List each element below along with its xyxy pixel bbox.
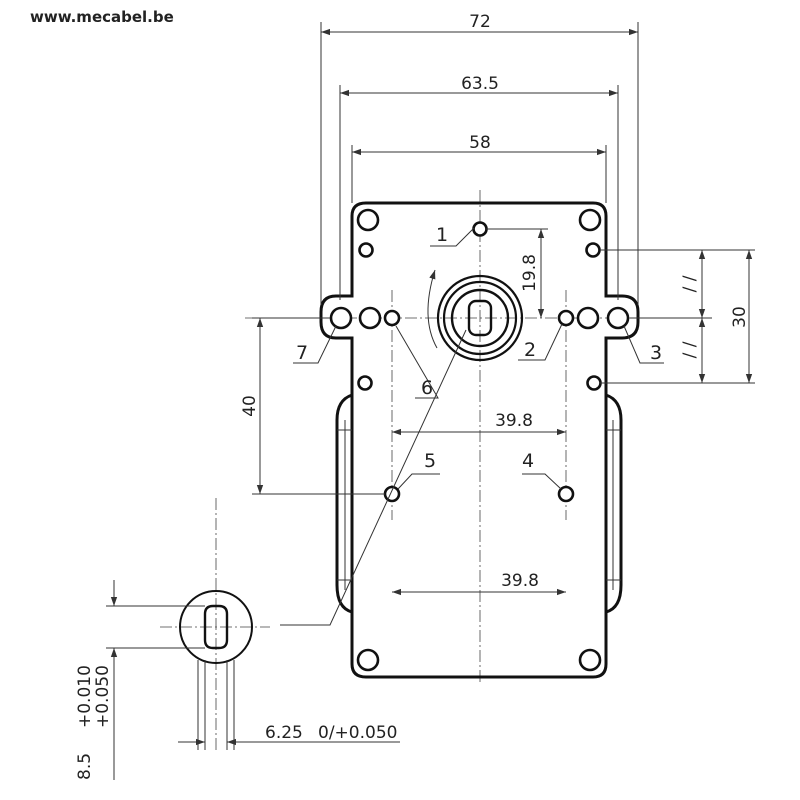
website-label: www.mecabel.be xyxy=(30,8,174,26)
dim-body-width: 58 xyxy=(469,133,491,153)
dim-overall-width: 72 xyxy=(469,12,491,32)
dim-shaft-flat: 6.25 xyxy=(265,723,303,743)
callout-3: 3 xyxy=(650,342,662,364)
gearbox-outline xyxy=(319,201,640,679)
shaft-section xyxy=(179,329,467,750)
callout-leaders xyxy=(293,227,664,490)
rotation-arrow xyxy=(427,269,438,349)
mounting-holes xyxy=(329,208,630,672)
dim-mounting-width: 63.5 xyxy=(461,74,499,94)
parallel-mark-lower: / / xyxy=(680,341,700,358)
callout-2: 2 xyxy=(524,339,536,361)
parallel-mark-upper: / / xyxy=(680,275,700,292)
dim-inner-holes xyxy=(392,428,566,596)
dim-shaft-hole xyxy=(486,228,548,318)
dim-shaft-detail xyxy=(106,580,400,780)
dim-shaft-flat-tolerance: 0/+0.050 xyxy=(318,723,397,743)
dim-lower-holes xyxy=(252,317,385,495)
callout-1: 1 xyxy=(436,224,448,246)
callout-6: 6 xyxy=(421,377,433,399)
top-dimensions xyxy=(320,22,639,305)
dim-bottom-holes-spacing: 39.8 xyxy=(501,571,539,591)
callout-5: 5 xyxy=(424,450,436,472)
dim-shaft-tolerance-upper: +0.010 xyxy=(75,665,95,728)
dim-shaft-diameter: 8.5 xyxy=(75,753,95,780)
dim-side-holes xyxy=(600,249,755,384)
callout-4: 4 xyxy=(522,450,534,472)
dim-shaft-tolerance-lower: +0.050 xyxy=(93,665,113,728)
dim-inner-holes-spacing: 39.8 xyxy=(495,411,533,431)
callout-7: 7 xyxy=(296,342,308,364)
dim-shaft-to-top-hole: 19.8 xyxy=(520,254,540,292)
output-shaft xyxy=(436,274,524,362)
dim-lower-holes-offset: 40 xyxy=(240,395,260,417)
dim-side-holes-spacing: 30 xyxy=(730,306,750,328)
